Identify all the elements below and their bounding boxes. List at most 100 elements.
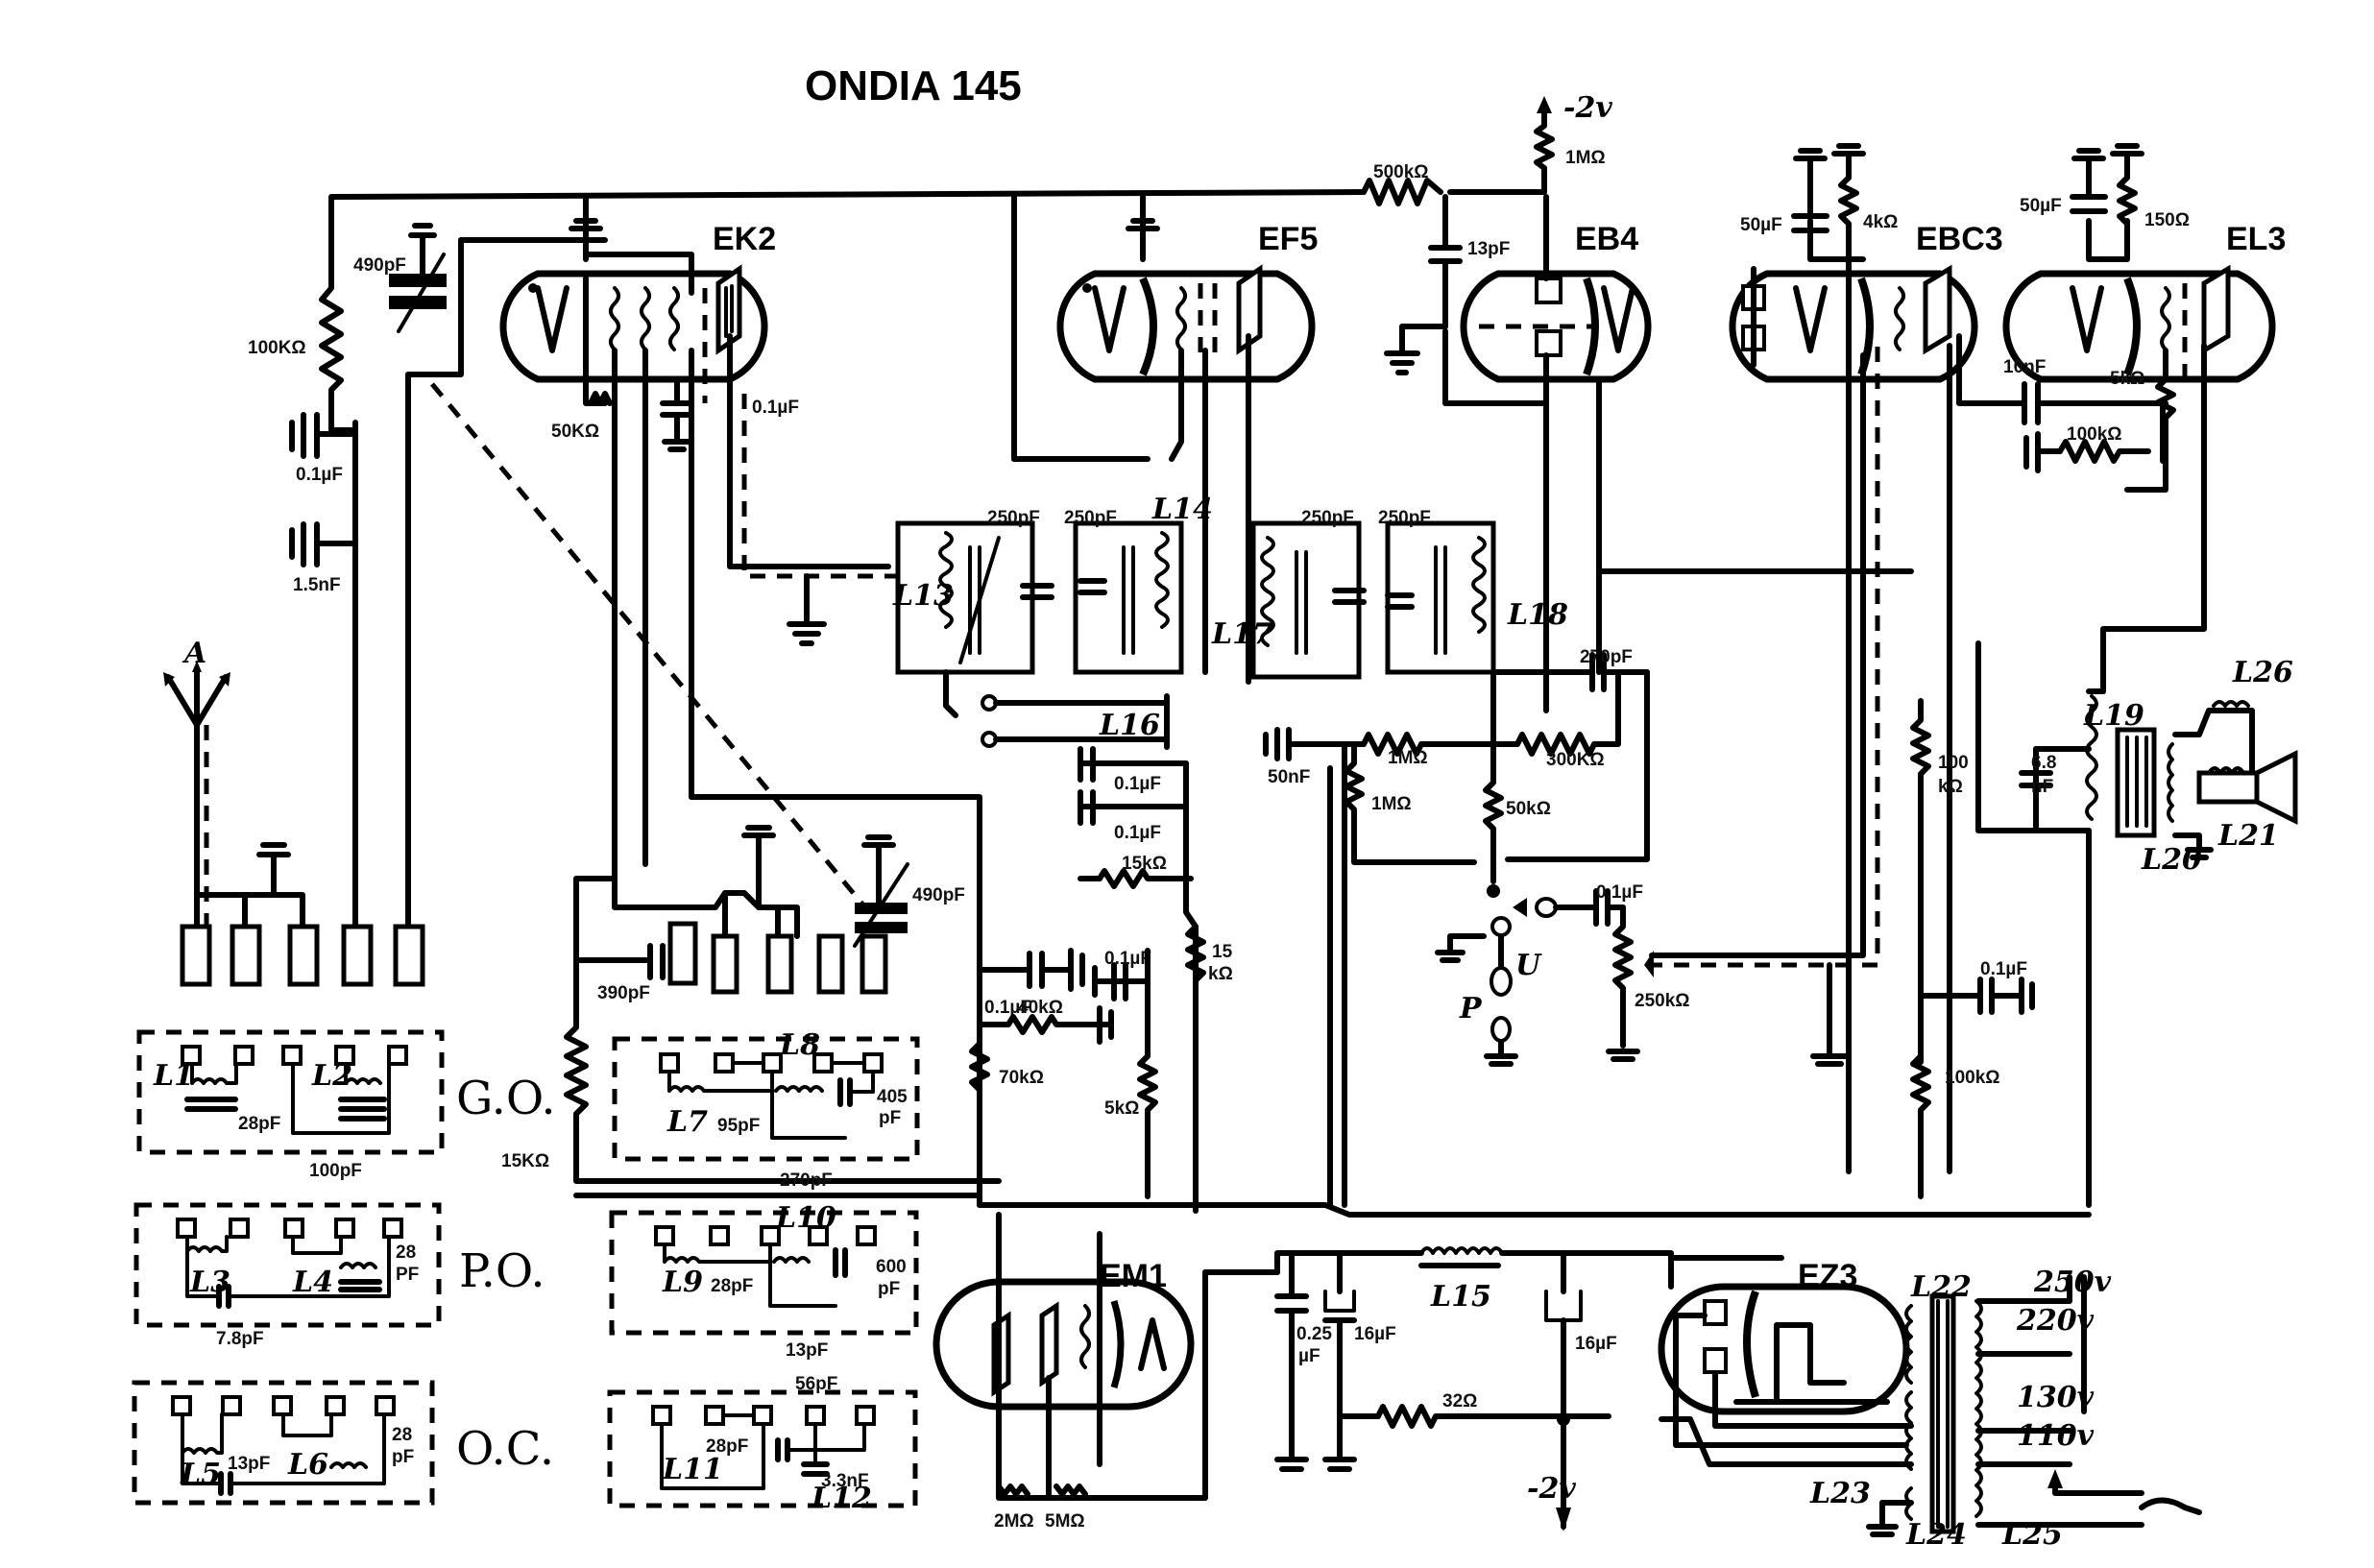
coil-box-osc-go [612, 1036, 920, 1162]
potentiometer-250k [1606, 905, 1640, 1062]
label-01u-mid-a: 0.1µF [984, 998, 1031, 1018]
label-l3: L3 [189, 1266, 230, 1299]
power-transformer [1866, 1274, 2202, 1537]
label-16u-b: 16µF [1575, 1334, 1617, 1354]
label-l19: L19 [2083, 699, 2144, 733]
tube-label-eb4: EB4 [1575, 221, 1638, 257]
label-600p-1: 600 [876, 1257, 907, 1277]
label-95p: 95pF [717, 1116, 760, 1136]
label-l4: L4 [292, 1266, 333, 1299]
label-l23: L23 [1809, 1477, 1871, 1510]
label-1m-h: 1MΩ [1388, 748, 1428, 768]
label-490p-mid: 490pF [912, 885, 965, 905]
tube-label-ek2: EK2 [713, 221, 776, 257]
tube-ebc3 [1729, 218, 1978, 383]
label-16u-a: 16µF [1354, 1324, 1396, 1344]
label-l26: L26 [2232, 656, 2293, 689]
label-01u-l16a: 0.1µF [1114, 774, 1161, 794]
label-50n: 50nF [1268, 767, 1310, 787]
label-01u-ek2: 0.1µF [752, 398, 799, 418]
label-270p-go: 270pF [780, 1170, 833, 1191]
label-28p-l9: 28pF [711, 1276, 753, 1296]
resistor-15k-mid [1078, 868, 1194, 889]
capacitor-50u-el3 [2070, 148, 2108, 214]
capacitor-01u-pu [1513, 888, 1626, 927]
label-28p-go: 28pF [238, 1114, 280, 1134]
coil-box-oc [132, 1380, 435, 1506]
resistor-5k-mid [1137, 948, 1158, 1199]
resistor-1m-v [1344, 741, 1477, 865]
label-50k-ek2: 50KΩ [551, 422, 599, 442]
resistor-100k-el3 [2023, 431, 2151, 473]
label-50k-vol: 50kΩ [1506, 799, 1551, 819]
label-l5: L5 [180, 1458, 221, 1491]
label-50u-el3: 50µF [2020, 196, 2062, 216]
coil-box-go [136, 1029, 445, 1155]
antenna-label: A [182, 637, 206, 670]
label-5k-el3: 5kΩ [2110, 369, 2144, 389]
label-28p-oc-1: 28 [392, 1425, 412, 1445]
label-l6: L6 [287, 1448, 328, 1482]
label-300k: 300KΩ [1546, 750, 1605, 770]
label-025u-2: µF [1298, 1346, 1320, 1366]
label-2m: 2MΩ [994, 1511, 1034, 1532]
label-50u-ebc3: 50µF [1740, 215, 1782, 235]
label-100k-el3: 100kΩ [2067, 424, 2122, 445]
label-l18: L18 [1507, 598, 1568, 632]
supply-top-label: -2v [1563, 91, 1612, 125]
label-490p-top: 490pF [353, 255, 406, 276]
label-l12: L12 [811, 1482, 872, 1515]
label-100k-ebc3-2: kΩ [1938, 777, 1963, 797]
tube-label-el3: EL3 [2226, 221, 2286, 257]
resistor-4k [1831, 143, 1866, 1174]
tube-ef5 [1056, 194, 1316, 685]
label-405p-1: 405 [877, 1087, 908, 1107]
bandswitch-contacts-left [180, 924, 425, 987]
label-13p: 13pF [1467, 239, 1510, 259]
label-l10: L10 [775, 1201, 836, 1235]
label-4k: 4kΩ [1863, 212, 1898, 232]
label-70k: 70kΩ [999, 1068, 1044, 1088]
label-l11: L11 [662, 1453, 723, 1486]
label-025u-1: 0.25 [1296, 1324, 1332, 1344]
label-33n: 3.3nF [821, 1471, 869, 1491]
capacitor-01u-l16a [1078, 746, 1189, 783]
label-250p-c: 250pF [1301, 508, 1354, 528]
label-01u-left: 0.1µF [296, 465, 343, 485]
band-label-go: G.O. [456, 1072, 556, 1125]
band-label-po: P.O. [459, 1244, 545, 1298]
label-150: 150Ω [2144, 210, 2190, 230]
capacitor-01u-mid-b [1092, 962, 1151, 1001]
label-13p-po: 13pF [786, 1340, 828, 1361]
tube-label-ez3: EZ3 [1798, 1258, 1857, 1294]
capacitor-15n-left [289, 521, 358, 567]
capacitor-13p [1428, 194, 1463, 329]
mains-tap-220: 220v [2016, 1304, 2095, 1338]
resistor-1m-top [1534, 96, 1555, 195]
tube-em1 [933, 1212, 1280, 1501]
if-transformer-2 [1250, 520, 1496, 680]
label-01u-pu: 0.1µF [1596, 882, 1643, 903]
resistor-40k [977, 1005, 1114, 1045]
label-01u-right: 0.1µF [1980, 959, 2027, 979]
label-l15: L15 [1430, 1280, 1491, 1314]
capacitor-01u-ek2 [660, 376, 694, 452]
coil-box-osc-oc [607, 1389, 918, 1508]
capacitor-01u-left [289, 412, 358, 459]
variable-capacitor-490p-top [389, 223, 608, 377]
band-label-oc: O.C. [456, 1422, 554, 1476]
label-28p-po-2: PF [396, 1265, 419, 1285]
capacitor-01u-l16b [1078, 789, 1189, 826]
label-l20: L20 [2141, 843, 2202, 877]
output-transformer [1975, 640, 2255, 1208]
label-600p-2: pF [878, 1279, 900, 1299]
tube-label-em1: EM1 [1100, 1258, 1167, 1294]
resistor-150 [2110, 143, 2144, 241]
pickup-label-p: P [1459, 992, 1483, 1025]
label-28p-oc-2: pF [392, 1447, 414, 1467]
resistor-100k-right [1910, 1053, 1931, 1199]
label-l22: L22 [1910, 1270, 1972, 1304]
label-15k-mid: 15kΩ [1122, 854, 1167, 874]
resistor-1m-h [1342, 732, 1501, 757]
variable-capacitor-490p-mid [853, 834, 909, 948]
